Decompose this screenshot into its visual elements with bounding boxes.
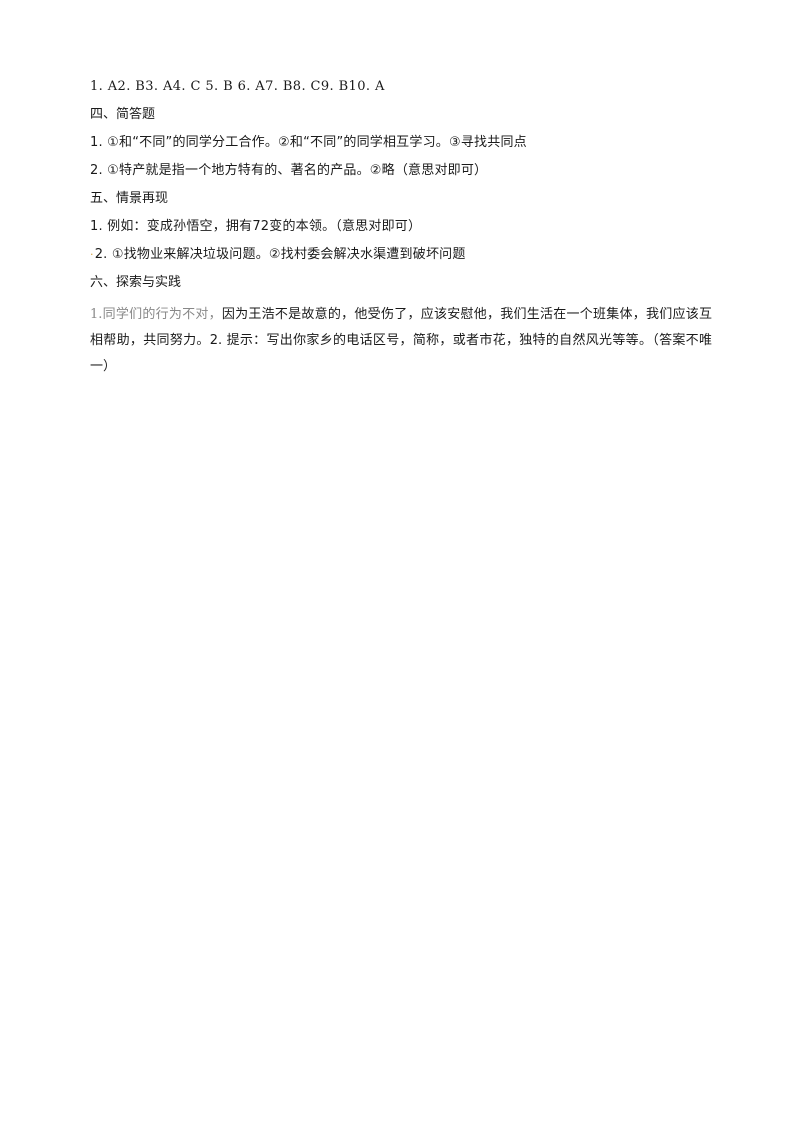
section-5-item-1: 1. 例如：变成孙悟空，拥有72变的本领。（意思对即可） (90, 219, 422, 234)
multiple-choice-answers: 1. A2. B3. A4. C 5. B 6. A7. B8. C9. B10… (90, 79, 385, 94)
answer-content: 1. A2. B3. A4. C 5. B 6. A7. B8. C9. B10… (90, 78, 712, 380)
section-6-paragraph-number: 1. (90, 307, 103, 322)
edit-mark-icon: · (90, 248, 94, 261)
section-5-heading: 五、情景再现 (90, 191, 169, 206)
section-4-heading: 四、简答题 (90, 107, 156, 122)
section-6-heading: 六、探索与实践 (90, 275, 182, 290)
section-4-item-2: 2. ①特产就是指一个地方特有的、著名的产品。②略（意思对即可） (90, 163, 488, 178)
section-6-paragraph-body: 因为王浩不是故意的，他受伤了，应该安慰他，我们生活在一个班集体，我们应该互相帮助… (90, 307, 712, 374)
section-4-item-1: 1. ①和“不同”的同学分工合作。②和“不同”的同学相互学习。③寻找共同点 (90, 135, 527, 150)
section-5-item-2: ·2. ①找物业来解决垃圾问题。②找村委会解决水渠遭到破坏问题 (90, 246, 712, 264)
section-5-item-2-text: 2. ①找物业来解决垃圾问题。②找村委会解决水渠遭到破坏问题 (94, 247, 466, 262)
section-6-paragraph: 1.同学们的行为不对，因为王浩不是故意的，他受伤了，应该安慰他，我们生活在一个班… (90, 302, 712, 380)
section-6-paragraph-prefix: 同学们的行为不对， (102, 307, 222, 322)
